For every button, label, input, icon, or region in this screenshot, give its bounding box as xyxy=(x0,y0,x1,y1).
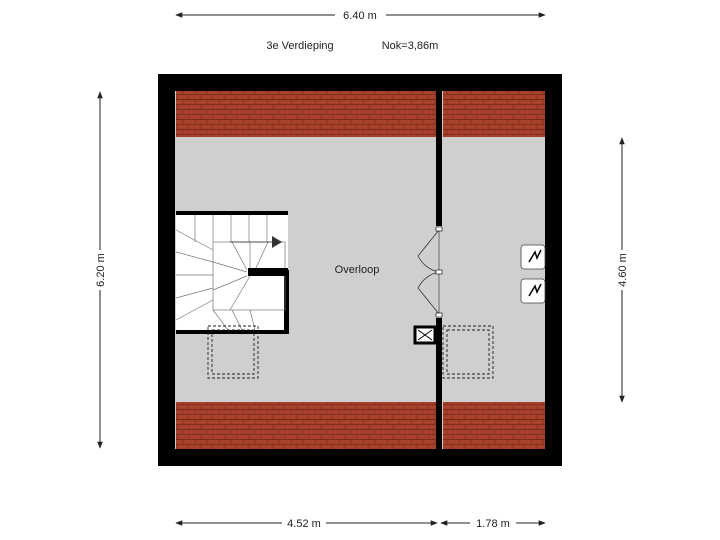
dimension-bottom-left-label: 4.52 m xyxy=(287,518,321,530)
dimension-right: 4.60 m xyxy=(617,137,629,403)
roof-tiles-bottom-left xyxy=(176,402,437,449)
dimension-top-label: 6.40 m xyxy=(343,10,377,22)
dimension-bottom-left: 4.52 m xyxy=(175,518,438,530)
interior-wall-lower xyxy=(436,318,442,449)
boiler-icon xyxy=(413,325,437,345)
room-label-landing: Overloop xyxy=(335,264,380,276)
dimension-left-label: 6.20 m xyxy=(95,253,107,287)
ridge-height-label: Nok=3,86m xyxy=(382,40,439,52)
skylight-window-icon xyxy=(207,325,494,379)
dimension-top: 6.40 m xyxy=(175,10,546,22)
dimension-left: 6.20 m xyxy=(95,91,107,449)
roof-tiles-top-right xyxy=(443,91,545,137)
staircase-icon[interactable] xyxy=(175,211,289,334)
dimension-right-label: 4.60 m xyxy=(617,253,629,287)
floor-label: 3e Verdieping xyxy=(266,40,333,52)
door-icon[interactable] xyxy=(417,226,443,318)
roof-tiles-bottom-right xyxy=(443,402,545,449)
dimension-bottom-right: 1.78 m xyxy=(440,518,546,530)
roof-tiles-top-left xyxy=(176,91,437,137)
radiator-icon xyxy=(520,244,546,304)
interior-wall-upper xyxy=(436,91,442,226)
dimension-bottom-right-label: 1.78 m xyxy=(476,518,510,530)
